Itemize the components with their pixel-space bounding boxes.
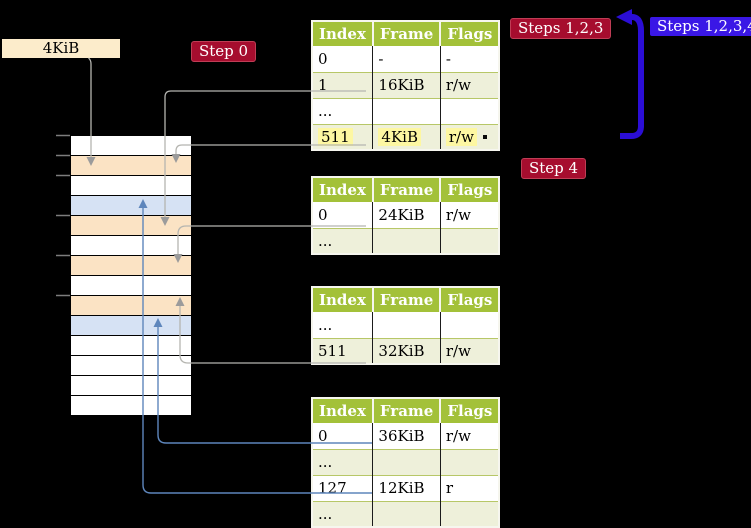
table-cell: 24KiB: [372, 202, 441, 228]
table-row: ...: [312, 500, 500, 527]
table-cell: r/w: [445, 205, 471, 224]
table-cell: 511: [312, 123, 374, 150]
memory-frame-row-blue: [71, 316, 191, 336]
column-header-index: Index: [312, 287, 374, 312]
table-cell: [372, 97, 441, 124]
recursive-arrow-tail-dot: [483, 135, 487, 139]
table-row: 511 4KiB r/w: [312, 123, 500, 150]
table-cell: [372, 312, 441, 338]
table-cell: ...: [312, 448, 374, 475]
table-cell: [440, 448, 500, 475]
table-cell: 36KiB: [372, 423, 441, 449]
column-header-index: Index: [312, 177, 374, 202]
column-header-flags: Flags: [440, 398, 500, 423]
memory-frame-row-white: [71, 336, 191, 356]
table-cell: 16KiB: [372, 71, 441, 98]
column-header-flags: Flags: [440, 177, 500, 202]
column-header-frame: Frame: [372, 398, 442, 423]
memory-frame-row-orange: [71, 216, 191, 236]
table-row: ...: [312, 312, 499, 338]
table-row: 0--: [312, 46, 499, 72]
highlighted-value: 4KiB: [378, 127, 421, 146]
table-cell: ...: [312, 312, 374, 338]
table-cell: 0: [312, 46, 374, 72]
memory-frame-row-white: [71, 396, 191, 415]
table-row: ...: [312, 448, 500, 475]
table-cell: [372, 227, 441, 254]
memory-frame-row-orange: [71, 296, 191, 316]
steps123-badge: Steps 1,2,3: [510, 18, 612, 39]
table-cell: [372, 500, 441, 527]
memory-address-ticks: [56, 134, 70, 297]
highlighted-value: r/w: [445, 127, 477, 146]
arrow-recursive-loop: [616, 9, 644, 139]
table-cell: 1: [312, 71, 374, 98]
table-cell: [372, 448, 441, 475]
memory-frame-row-orange: [71, 256, 191, 276]
table-cell: ...: [312, 227, 374, 254]
table-cell: 127: [312, 474, 374, 501]
memory-frame-row-white: [71, 276, 191, 296]
table-cell: 0: [312, 202, 374, 228]
table-cell: r: [440, 474, 500, 501]
column-header-frame: Frame: [372, 177, 442, 202]
table-cell: r/w: [440, 71, 500, 98]
table-cell: ...: [312, 500, 374, 527]
table-cell: 12KiB: [372, 474, 441, 501]
table-cell: r/w: [440, 337, 500, 364]
frame-address-label: 4KiB: [2, 39, 120, 58]
highlighted-value: 511: [318, 127, 353, 146]
memory-frame-row-orange: [71, 156, 191, 176]
table-row: ...: [312, 97, 500, 124]
table-cell: -: [372, 46, 441, 72]
column-header-index: Index: [312, 21, 374, 46]
column-header-frame: Frame: [372, 21, 442, 46]
column-header-flags: Flags: [440, 21, 500, 46]
table-cell: 0: [312, 423, 374, 449]
table-cell: [440, 312, 499, 338]
table-cell: r/w: [445, 426, 471, 445]
memory-frame-row-white: [71, 236, 191, 256]
memory-frame-row-white: [71, 176, 191, 196]
table-cell: 511: [312, 337, 374, 364]
table-cell: [440, 227, 500, 254]
column-header-flags: Flags: [440, 287, 500, 312]
table-row: ...: [312, 227, 500, 254]
table-cell: r/w: [440, 123, 500, 150]
table-cell: 32KiB: [372, 337, 441, 364]
column-header-frame: Frame: [372, 287, 442, 312]
table-cell: -: [445, 49, 451, 68]
physical-memory-strip: [70, 135, 192, 416]
memory-frame-row-white: [71, 376, 191, 396]
step0-badge: Step 0: [191, 41, 257, 62]
step4-badge: Step 4: [521, 158, 587, 179]
memory-frame-row-white: [71, 136, 191, 156]
table-cell: [440, 97, 500, 124]
table-cell: 4KiB: [372, 123, 441, 150]
table-cell: ...: [312, 97, 374, 124]
column-header-index: Index: [312, 398, 374, 423]
steps1234-badge: Steps 1,2,3,4: [650, 17, 751, 36]
memory-frame-row-white: [71, 356, 191, 376]
table-cell: [440, 500, 500, 527]
memory-frame-row-blue: [71, 196, 191, 216]
